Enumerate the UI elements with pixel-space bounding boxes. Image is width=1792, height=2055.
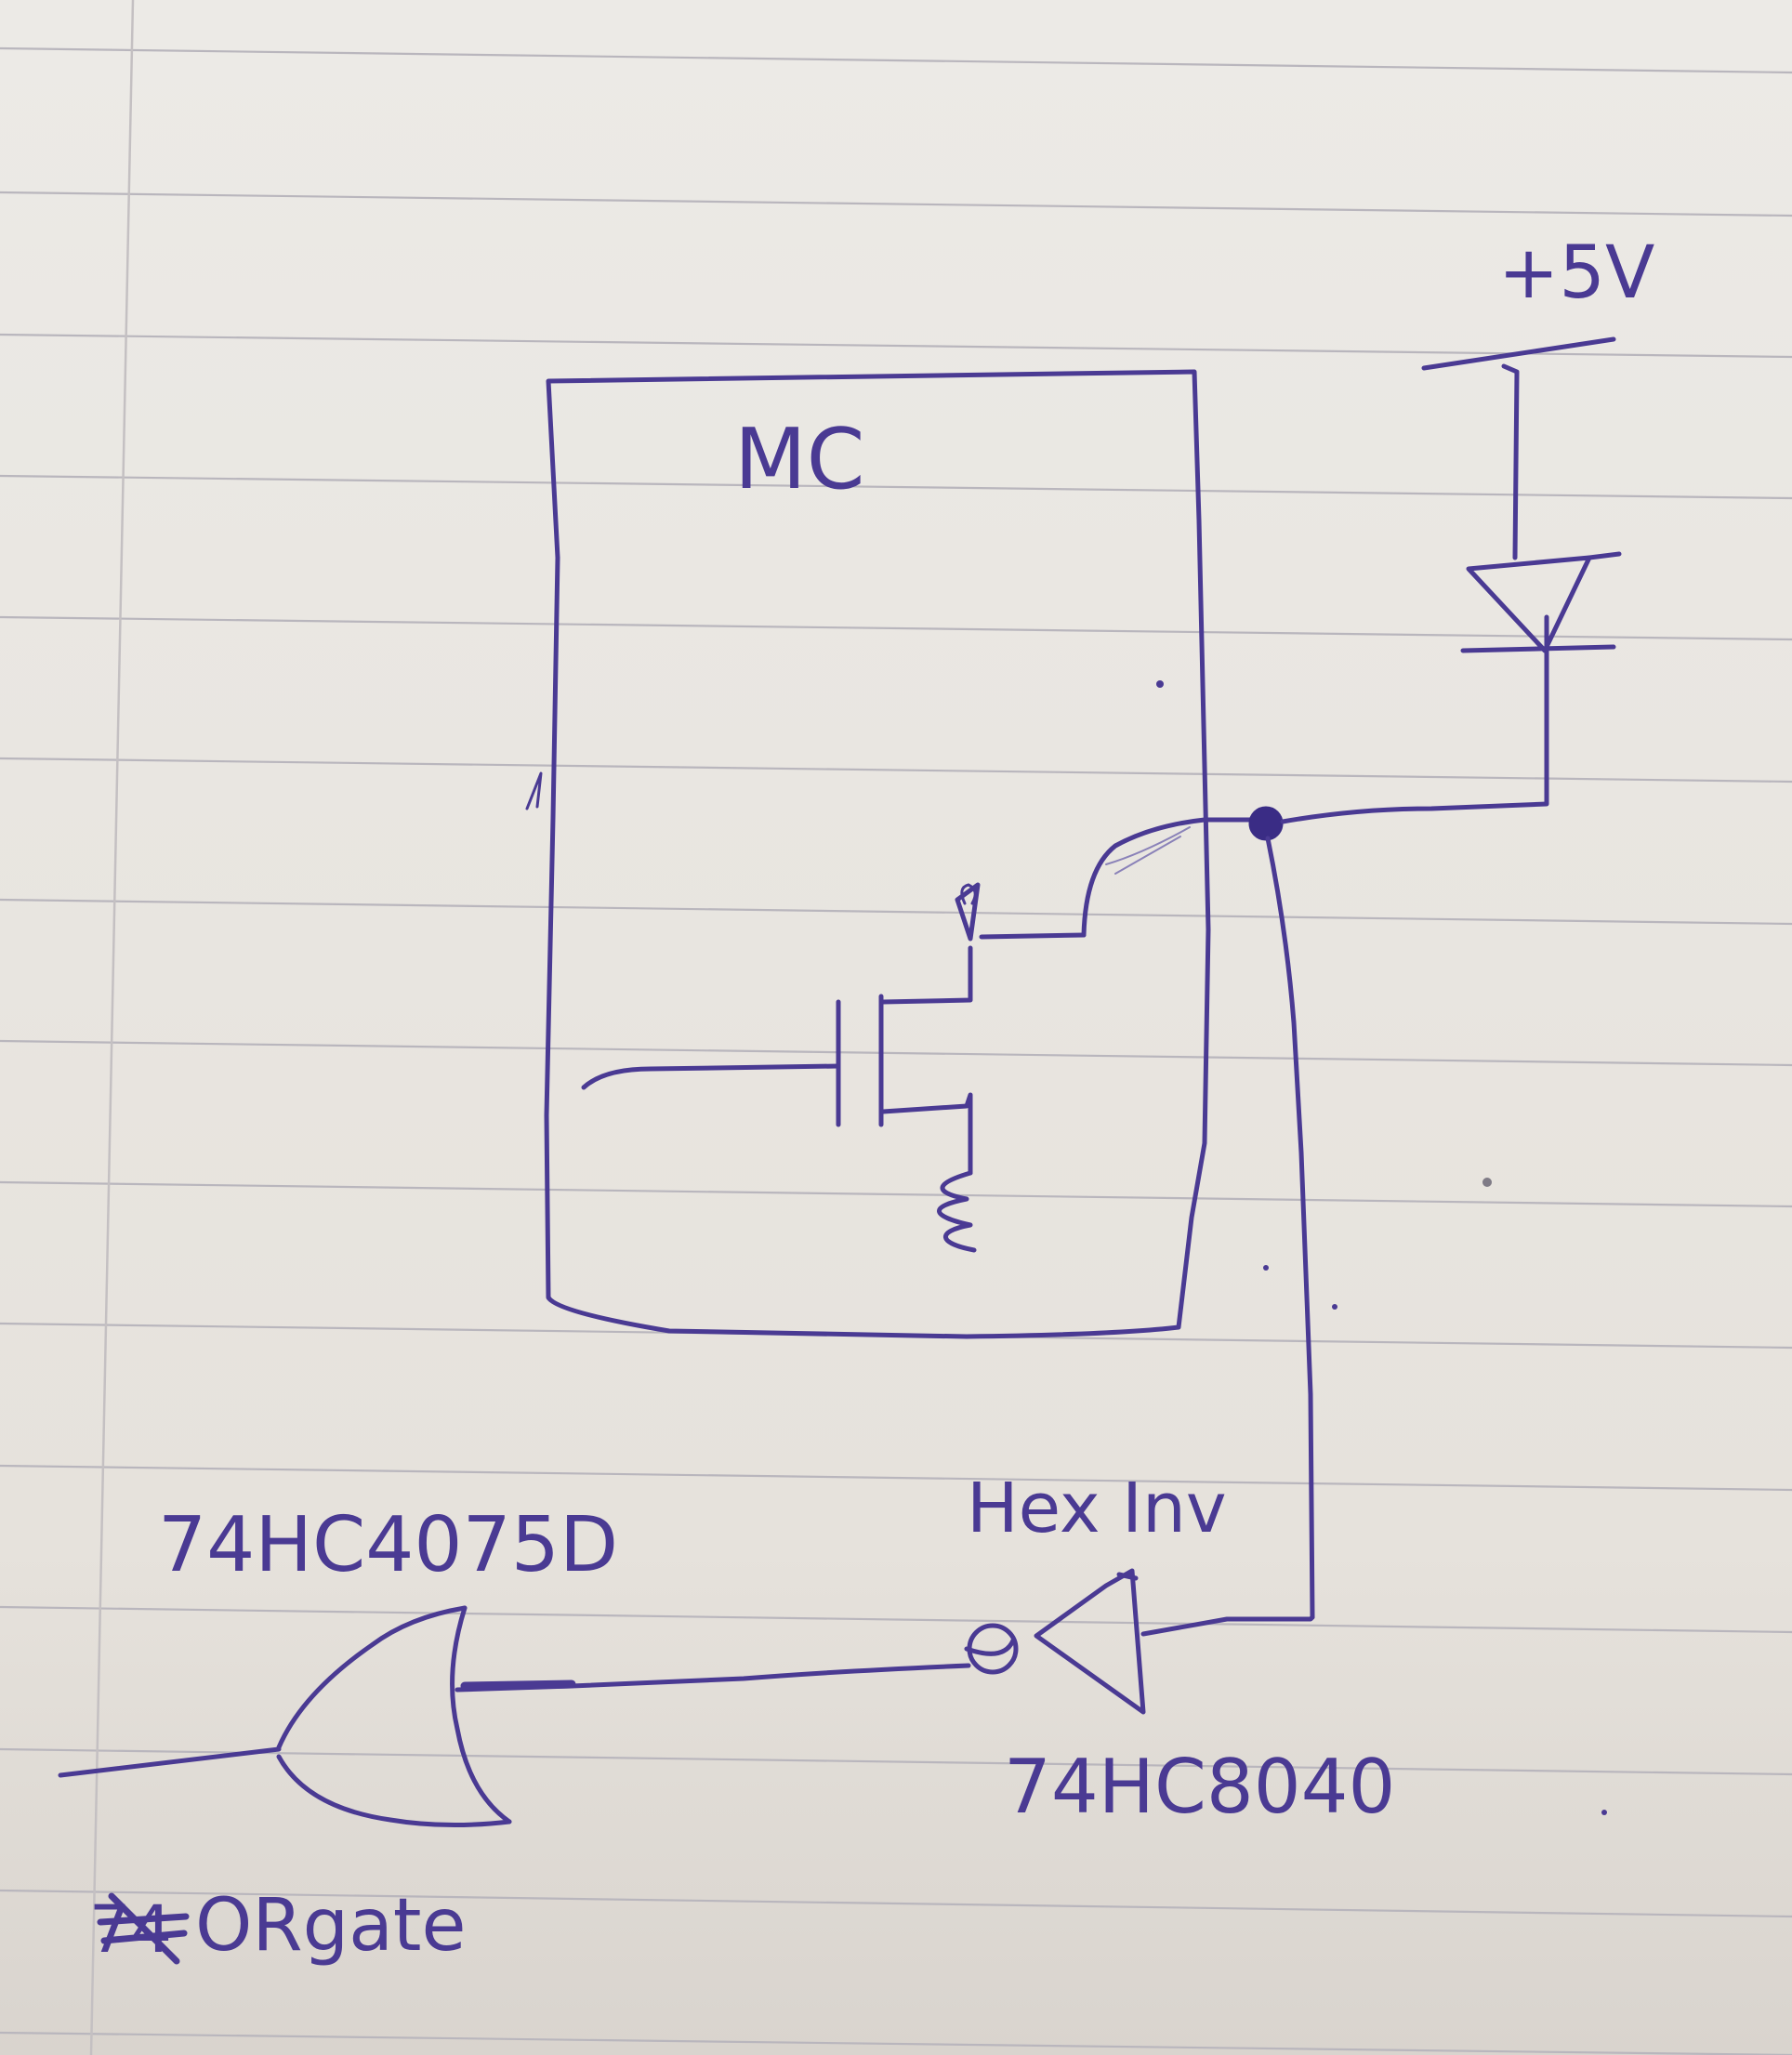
or-caption-label: ORgate [195, 1884, 466, 1968]
drain-node-loop [960, 883, 977, 905]
or-upper-curve [276, 1605, 468, 1750]
crossed-out-text: 74 [89, 1891, 172, 1968]
inverter-name-label: Hex Inv [967, 1469, 1227, 1548]
diode-tick [1587, 551, 1622, 560]
inverter-triangle [1034, 1568, 1146, 1715]
drain-lead [880, 945, 973, 1005]
inverter-part-label: 74HC8040 [1004, 1744, 1395, 1830]
ground-symbol [937, 1170, 977, 1253]
mc-outline-tick [525, 771, 543, 810]
supply-rail [1421, 336, 1616, 371]
pin-connection-sketch-2 [1114, 836, 1181, 875]
diode-bar [1460, 644, 1616, 653]
inverter-input-wire [1140, 1614, 1315, 1637]
source-lead [880, 1092, 973, 1176]
supply-label: +5V [1498, 231, 1654, 315]
inverter-tick [1116, 1572, 1139, 1581]
vertical-wire [1265, 836, 1315, 1620]
or-input-wire-heavy [460, 1680, 576, 1691]
gate-wire [581, 1063, 841, 1090]
node-to-led-wire [1280, 614, 1549, 824]
junction-node [1248, 806, 1284, 841]
or-output-wire [58, 1746, 282, 1778]
inverter-bubble-cross [964, 1638, 1016, 1656]
or-part-label: 74HC4075D [158, 1501, 618, 1589]
drain-node [955, 882, 981, 942]
or-gate: 74HC4075D ORgate 74 [58, 1501, 971, 1968]
diode-symbol [1466, 555, 1592, 653]
strike-through [97, 1892, 190, 1965]
mc-block [525, 369, 1211, 1339]
supply-branch: +5V [1202, 231, 1654, 841]
or-back-curve [450, 1605, 512, 1824]
inverter-to-or-wire [569, 1663, 971, 1689]
or-lower-curve [276, 1754, 512, 1828]
nmos-transistor [581, 817, 1207, 1253]
mc-outline [544, 369, 1211, 1339]
hex-inverter: Hex Inv 74HC8040 [964, 1469, 1395, 1830]
node-to-inverter [1140, 836, 1315, 1637]
mc-label: MC [734, 411, 865, 508]
pin-connection-wire [1081, 817, 1207, 938]
diode-to-supply-wire [1501, 363, 1520, 560]
drain-to-pin-wire [979, 932, 1087, 940]
pin-connection-sketch [1105, 826, 1191, 865]
stray-marks [1156, 680, 1607, 1815]
